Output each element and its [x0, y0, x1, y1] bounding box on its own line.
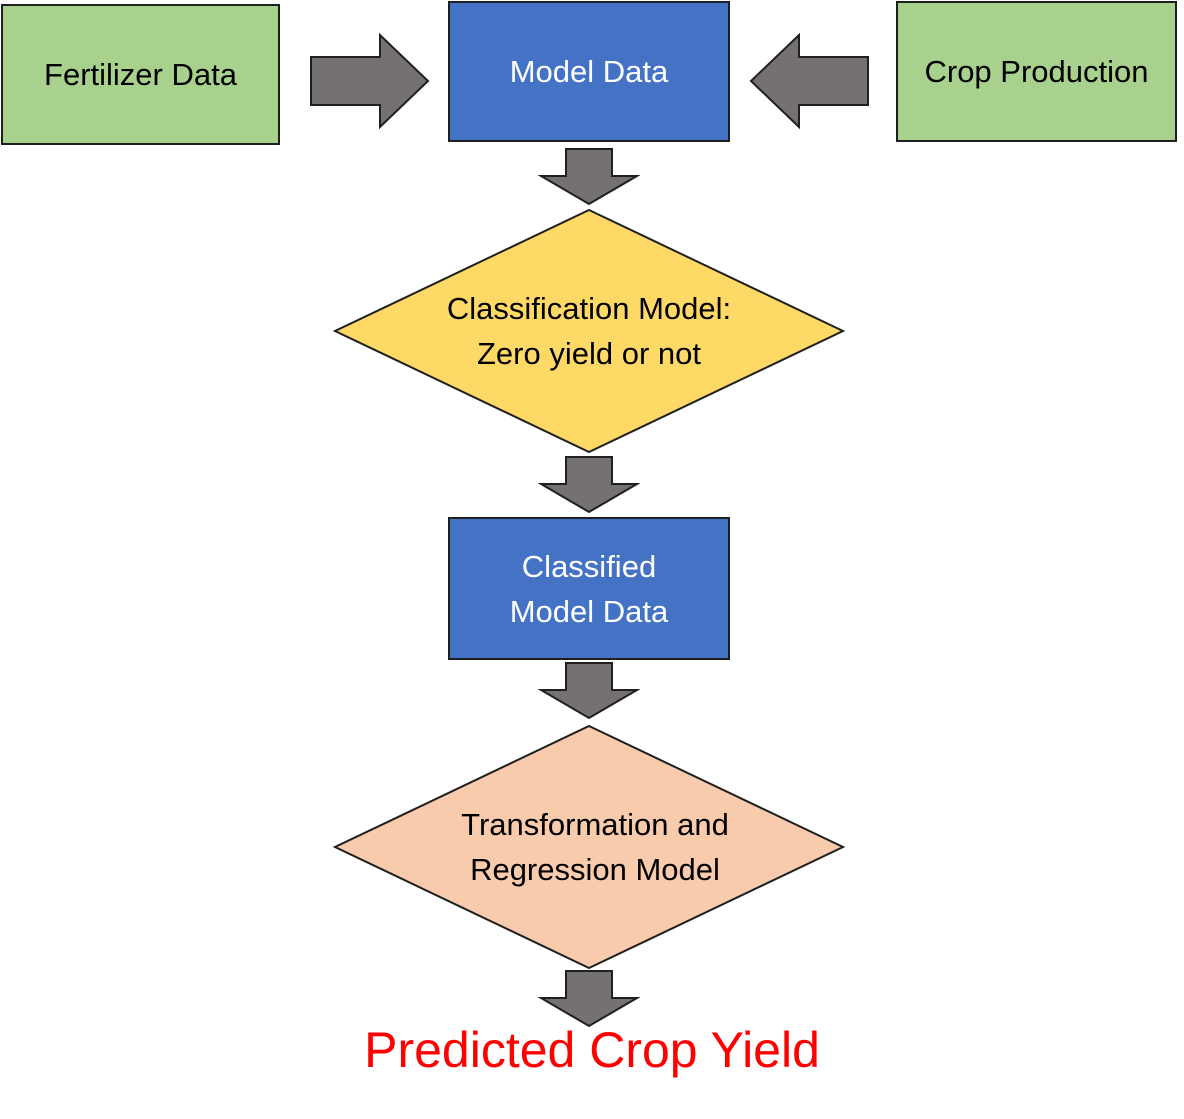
classified-model-data-box: Classified Model Data: [448, 517, 730, 660]
down-arrow-icon: [538, 148, 640, 206]
down-arrow-icon: [538, 456, 640, 514]
regression-model-title: Transformation and: [461, 807, 729, 842]
classification-diamond-shape: [332, 208, 846, 454]
regression-model-subtitle: Regression Model: [470, 852, 720, 887]
predicted-crop-yield-output: Predicted Crop Yield: [364, 1022, 820, 1078]
down-arrow-icon: [538, 662, 640, 720]
regression-model-diamond: Transformation and Regression Model: [332, 724, 846, 970]
fertilizer-data-box: Fertilizer Data: [1, 4, 280, 145]
classification-model-diamond: Classification Model: Zero yield or not: [332, 208, 846, 454]
regression-diamond-shape: [332, 724, 846, 970]
classified-model-data-line2: Model Data: [509, 593, 669, 629]
fertilizer-data-label: Fertilizer Data: [44, 57, 237, 92]
classification-model-title: Classification Model:: [446, 291, 732, 326]
classified-model-data-line1: Classified: [521, 548, 657, 584]
classification-model-subtitle: Zero yield or not: [477, 336, 701, 371]
model-data-box: Model Data: [448, 1, 730, 142]
down-arrow-icon: [538, 970, 640, 1028]
crop-production-label: Crop Production: [924, 54, 1149, 89]
regression-model-text: Transformation and Regression Model: [332, 724, 846, 970]
classification-model-text: Classification Model: Zero yield or not: [332, 208, 846, 454]
crop-production-box: Crop Production: [896, 1, 1177, 142]
right-arrow-icon: [310, 33, 430, 129]
model-data-label: Model Data: [509, 54, 669, 89]
left-arrow-icon: [749, 33, 869, 129]
